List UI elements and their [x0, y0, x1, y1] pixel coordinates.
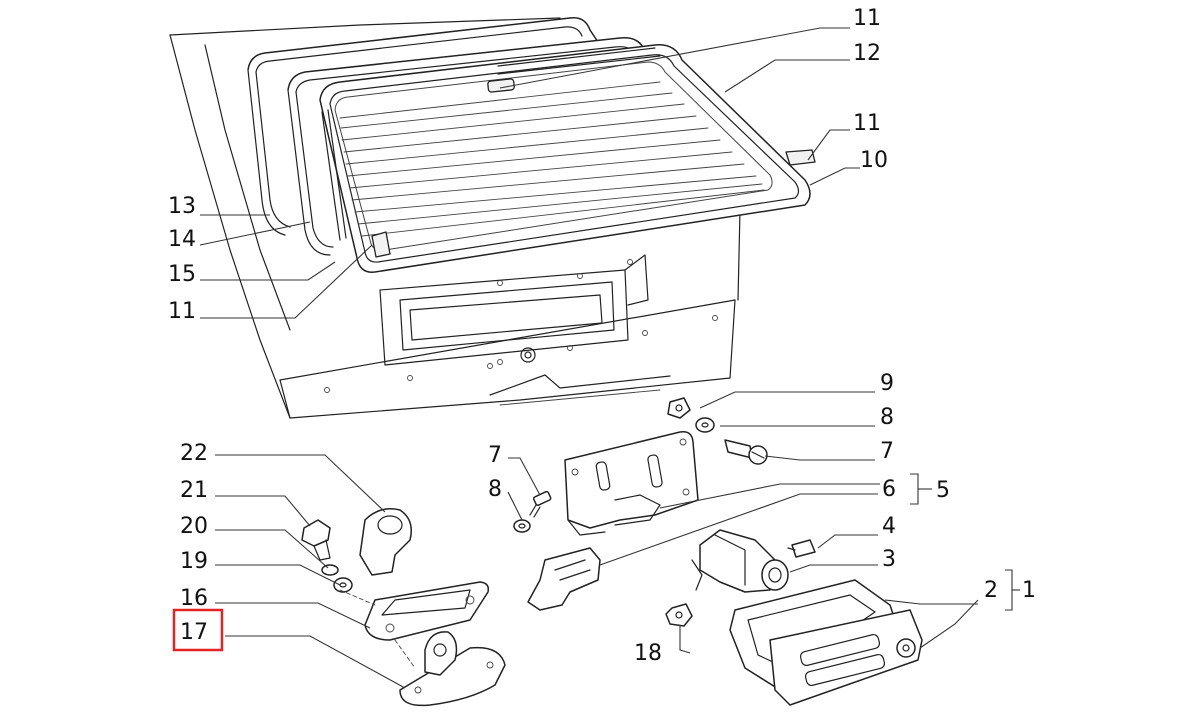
callout-10: 10: [860, 148, 888, 173]
callout-1: 1: [1022, 578, 1036, 603]
callout-3: 3: [882, 547, 896, 572]
callout-7-left: 7: [488, 443, 502, 468]
callout-2: 2: [984, 578, 998, 603]
callout-15: 15: [168, 262, 196, 287]
callout-11-left: 11: [168, 299, 196, 324]
defroster-lines: [339, 81, 765, 237]
callout-6: 6: [882, 477, 896, 502]
screw-7-left: [529, 490, 552, 518]
callout-17: 17: [180, 620, 208, 645]
nut-18: [665, 603, 693, 627]
washer-20: [321, 564, 339, 576]
callout-8-right: 8: [880, 405, 894, 430]
callout-18: 18: [634, 641, 662, 666]
callout-11-top: 11: [853, 6, 881, 31]
top-strip: [497, 47, 661, 75]
bolt-21: [301, 519, 331, 561]
callout-8-left: 8: [488, 477, 502, 502]
callout-labels: 11 12 11 10 13 14 15 11 9 8 7 7 8 5 6 4 …: [168, 6, 1036, 666]
rear-glass: [319, 44, 811, 273]
washer-8-left: [513, 519, 531, 533]
washer-8-right: [695, 417, 715, 433]
callout-4: 4: [882, 514, 896, 539]
callout-20: 20: [180, 514, 208, 539]
washer-19: [333, 577, 353, 593]
clip-top: [487, 78, 515, 93]
lock-cylinder: [691, 529, 789, 593]
outer-seal: [247, 17, 601, 236]
callout-5: 5: [936, 478, 950, 503]
latch-bracket: [564, 430, 699, 536]
callout-16: 16: [180, 586, 208, 611]
callout-21: 21: [180, 478, 208, 503]
striker-17: [399, 631, 506, 707]
handle-cover: [769, 609, 923, 706]
plate-16: [364, 581, 490, 641]
body-holes: [324, 259, 718, 393]
clip-left: [371, 231, 391, 258]
tailgate-body: [169, 17, 741, 419]
callout-7-right: 7: [880, 439, 894, 464]
highlight-box-17: [172, 608, 224, 652]
callout-12: 12: [853, 41, 881, 66]
callout-13: 13: [168, 194, 196, 219]
callout-9: 9: [880, 371, 894, 396]
leader-lines: [199, 27, 1020, 689]
latch-catch: [527, 547, 601, 611]
clip-right: [785, 149, 816, 166]
screw-4: [787, 539, 816, 558]
bracket-22: [359, 508, 412, 576]
callout-14: 14: [168, 227, 196, 252]
callout-22: 22: [180, 441, 208, 466]
callout-11-right: 11: [853, 111, 881, 136]
screw-7-right: [724, 439, 768, 465]
nut-9: [667, 397, 691, 419]
callout-19: 19: [180, 549, 208, 574]
